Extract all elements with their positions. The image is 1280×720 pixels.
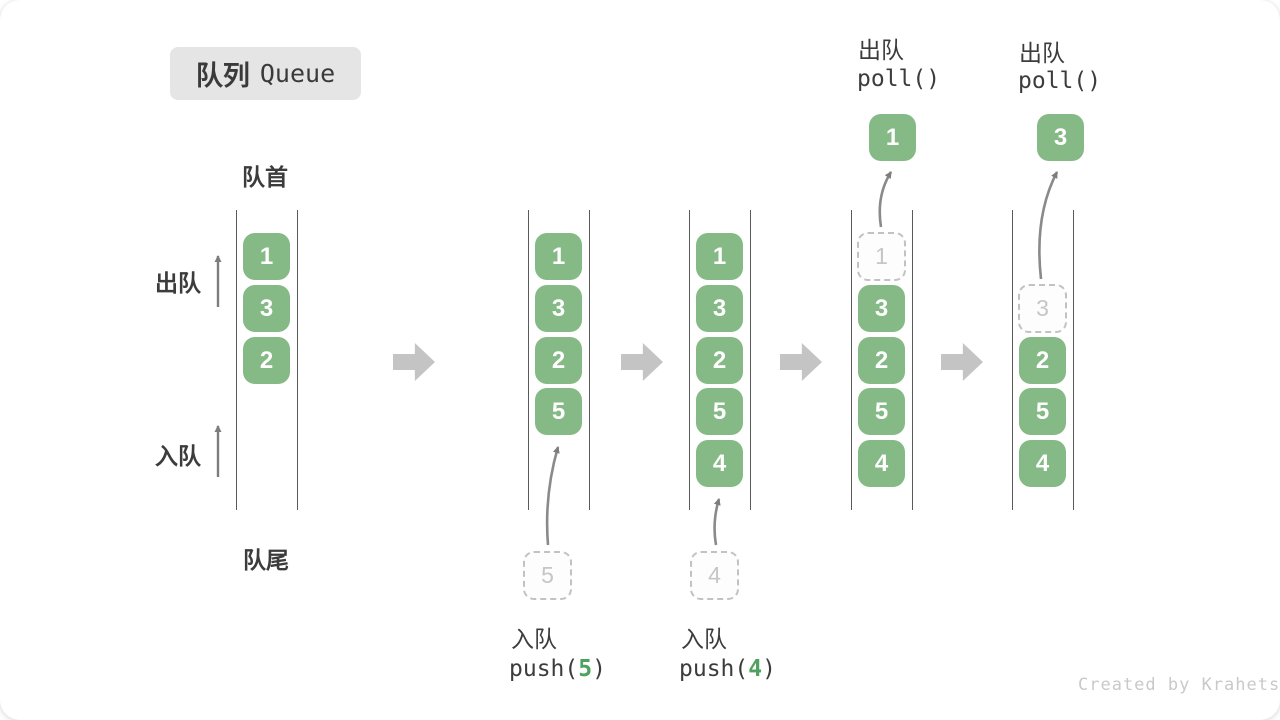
incoming-value-box: 5 (523, 551, 572, 600)
queue-cell: 2 (243, 337, 290, 384)
removed-cell-ghost: 3 (1018, 284, 1067, 333)
push4-op-code: push(4) (679, 656, 776, 682)
queue-cell: 5 (696, 388, 743, 435)
code-close: ) (762, 656, 776, 682)
queue-cell: 1 (696, 233, 743, 280)
queue-cell: 5 (1019, 388, 1066, 435)
queue-state-1: 1 3 2 (236, 210, 298, 510)
queue-state-5: 3 2 5 4 (1012, 210, 1074, 510)
next-state-arrow-icon (780, 343, 822, 381)
next-state-arrow-icon (621, 343, 663, 381)
poll2-op-label: 出队 (1019, 40, 1065, 66)
queue-state-2: 1 3 2 5 (528, 210, 590, 510)
queue-cell: 2 (1019, 337, 1066, 384)
queue-cell: 4 (1019, 440, 1066, 487)
poll1-op-code: poll() (857, 66, 941, 92)
queue-cell: 3 (243, 285, 290, 332)
dequeue-side-label: 出队 (155, 270, 201, 296)
title-en: Queue (259, 59, 336, 88)
poll1-op-label: 出队 (858, 37, 904, 63)
queue-cell: 2 (696, 337, 743, 384)
queue-rear-label: 队尾 (243, 547, 289, 573)
code-fn: push( (679, 656, 749, 682)
code-arg: 4 (748, 656, 763, 682)
push5-op-label: 入队 (511, 626, 557, 652)
poll2-op-code: poll() (1018, 68, 1102, 94)
queue-cell: 3 (535, 285, 582, 332)
code-close: ) (592, 656, 606, 682)
push4-op-label: 入队 (681, 626, 727, 652)
queue-cell: 5 (535, 388, 582, 435)
enqueue-side-label: 入队 (155, 443, 201, 469)
next-state-arrow-icon (941, 343, 983, 381)
code-fn: push( (509, 656, 579, 682)
queue-cell: 3 (696, 285, 743, 332)
queue-cell: 1 (535, 233, 582, 280)
removed-cell-ghost: 1 (857, 232, 906, 281)
queue-front-label: 队首 (242, 164, 288, 190)
queue-state-4: 1 3 2 5 4 (851, 210, 913, 510)
next-state-arrow-icon (393, 343, 435, 381)
queue-state-3: 1 3 2 5 4 (689, 210, 751, 510)
queue-cell: 4 (858, 440, 905, 487)
title-zh: 队列 (195, 61, 250, 91)
queue-cell: 5 (858, 388, 905, 435)
push5-op-code: push(5) (509, 656, 606, 682)
polled-value-box: 1 (869, 114, 916, 161)
polled-value-box: 3 (1037, 114, 1084, 161)
queue-cell: 4 (696, 440, 743, 487)
title-badge: 队列 Queue (170, 47, 361, 100)
queue-cell: 3 (858, 285, 905, 332)
queue-cell: 2 (535, 337, 582, 384)
queue-cell: 2 (858, 337, 905, 384)
incoming-value-box: 4 (690, 551, 739, 600)
code-arg: 5 (578, 656, 593, 682)
queue-cell: 1 (243, 233, 290, 280)
watermark: Created by Krahets (1078, 675, 1280, 695)
